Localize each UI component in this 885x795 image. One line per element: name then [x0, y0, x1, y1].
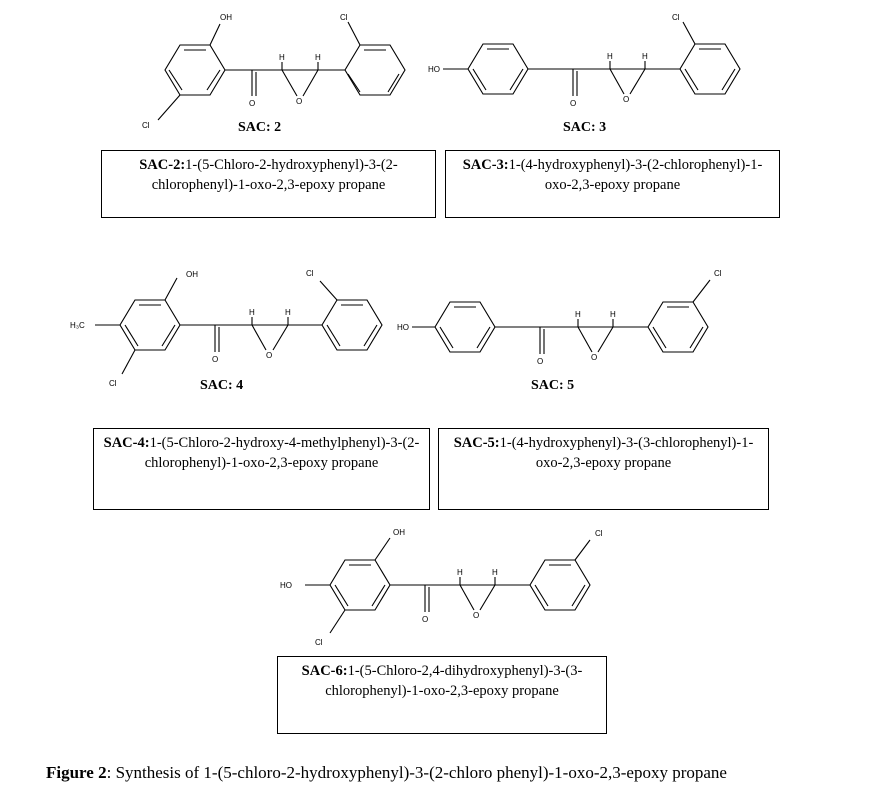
sac5-ho-label: HO [397, 323, 409, 332]
sac3-code: SAC-3: [462, 157, 509, 173]
sac4-name: 1-(5-Chloro-2-hydroxy-4-methylphenyl)-3-… [144, 435, 420, 471]
sac6-name-box: SAC-6:1-(5-Chloro-2,4-dihydroxyphenyl)-3… [277, 656, 607, 734]
sac4-h1-label: H [249, 308, 255, 317]
sac5-cl-b-label: Cl [714, 269, 722, 278]
sac4-epoxide-o-label: O [266, 351, 272, 360]
sac6-cl-b-label: Cl [595, 529, 603, 538]
sac2-label: SAC: 2 [238, 120, 282, 135]
sac5-label: SAC: 5 [531, 378, 575, 393]
sac5-name: 1-(4-hydroxyphenyl)-3-(3-chlorophenyl)-1… [499, 435, 754, 471]
sac6-ho-label: HO [280, 581, 292, 590]
sac3-cl-b-label: Cl [672, 13, 680, 22]
sac5-epoxide-o-label: O [591, 353, 597, 362]
sac5-ring-a [434, 301, 496, 353]
sac3-ketone-o-label: O [570, 99, 576, 108]
sac2-ring-b [344, 44, 406, 96]
sac2-oh-label: OH [220, 13, 232, 22]
sac6-h2-label: H [492, 568, 498, 577]
sac4-ketone-o-label: O [212, 355, 218, 364]
sac2-name: 1-(5-Chloro-2-hydroxyphenyl)-3-(2-chloro… [151, 157, 398, 193]
sac6-ketone-o-label: O [422, 615, 428, 624]
sac3-ring-a [467, 43, 529, 95]
sac3-epoxide-o-label: O [623, 95, 629, 104]
sac3-ring-b [679, 43, 741, 95]
figure-caption-text: : Synthesis of 1-(5-chloro-2-hydroxyphen… [106, 763, 727, 782]
sac4-ring-b [321, 299, 383, 351]
sac4-code: SAC-4: [103, 435, 150, 451]
sac2-h1-label: H [279, 53, 285, 62]
sac5-h1-label: H [575, 310, 581, 319]
sac2-code: SAC-2: [139, 157, 186, 173]
sac4-ch3-label: H₃C [70, 321, 85, 330]
sac5-structure: HO O O H H Cl [397, 269, 722, 366]
sac3-h1-label: H [607, 52, 613, 61]
figure-caption-prefix: Figure 2 [46, 763, 107, 782]
sac3-name: 1-(4-hydroxyphenyl)-3-(2-chlorophenyl)-1… [508, 157, 763, 193]
sac4-label: SAC: 4 [200, 378, 244, 393]
sac2-ring-a [164, 44, 226, 96]
sac4-oh-label: OH [186, 270, 198, 279]
sac4-cl-b-label: Cl [306, 269, 314, 278]
sac3-structure: HO O O H H Cl [428, 13, 741, 108]
sac4-name-box: SAC-4:1-(5-Chloro-2-hydroxy-4-methylphen… [93, 428, 430, 510]
sac5-ring-b [647, 301, 709, 353]
sac2-epoxide-o-label: O [296, 97, 302, 106]
sac4-h2-label: H [285, 308, 291, 317]
sac6-oh-label: OH [393, 528, 405, 537]
sac6-h1-label: H [457, 568, 463, 577]
sac5-h2-label: H [610, 310, 616, 319]
sac6-cl-a-label: Cl [315, 638, 323, 647]
sac2-name-box: SAC-2:1-(5-Chloro-2-hydroxyphenyl)-3-(2-… [101, 150, 436, 218]
sac3-h2-label: H [642, 52, 648, 61]
sac3-name-box: SAC-3:1-(4-hydroxyphenyl)-3-(2-chlorophe… [445, 150, 780, 218]
sac2-cl-b-label: Cl [340, 13, 348, 22]
sac3-label: SAC: 3 [563, 120, 607, 135]
sac6-epoxide-o-label: O [473, 611, 479, 620]
sac2-structure: OH Cl O O H H Cl [142, 13, 406, 130]
sac5-ketone-o-label: O [537, 357, 543, 366]
sac6-code: SAC-6: [301, 663, 348, 679]
sac6-name: 1-(5-Chloro-2,4-dihydroxyphenyl)-3-(3-ch… [325, 663, 583, 699]
sac6-ring-b [529, 559, 591, 611]
sac4-structure: OH H₃C Cl O O H H Cl [70, 269, 383, 388]
sac4-ring-a [119, 299, 181, 351]
sac2-h2-label: H [315, 53, 321, 62]
sac5-name-box: SAC-5:1-(4-hydroxyphenyl)-3-(3-chlorophe… [438, 428, 769, 510]
sac6-ring-a [329, 559, 391, 611]
sac2-ketone-o-label: O [249, 99, 255, 108]
figure-caption: Figure 2: Synthesis of 1-(5-chloro-2-hyd… [46, 763, 727, 783]
sac5-code: SAC-5: [453, 435, 500, 451]
sac3-ho-label: HO [428, 65, 440, 74]
sac4-cl-a-label: Cl [109, 379, 117, 388]
sac2-cl-a-label: Cl [142, 121, 150, 130]
sac6-structure: OH HO Cl O O H H Cl [280, 528, 603, 647]
